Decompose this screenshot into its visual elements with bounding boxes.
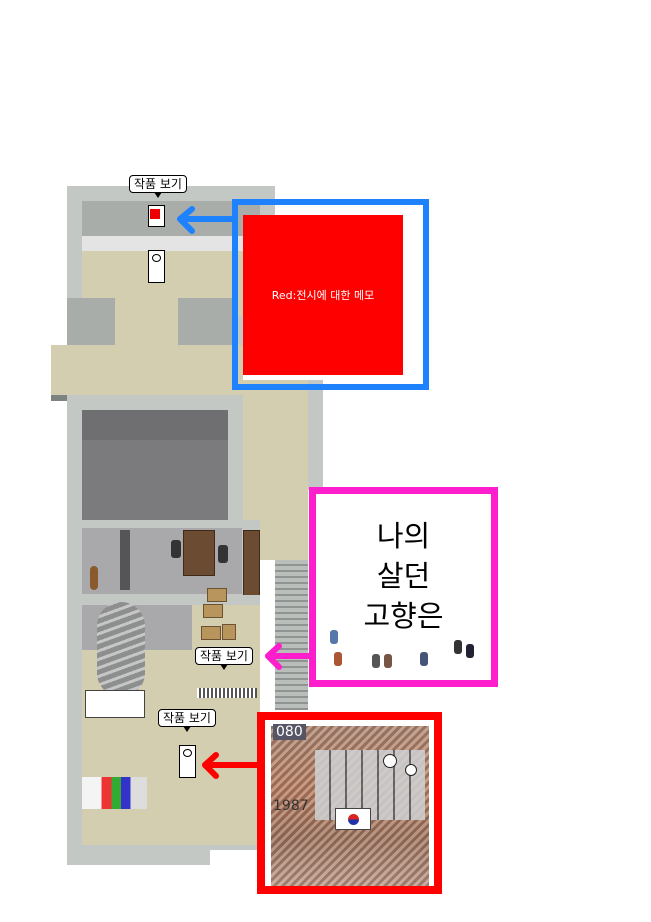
railing bbox=[197, 688, 257, 698]
person-icon bbox=[466, 644, 474, 658]
storage-floor bbox=[82, 528, 242, 594]
storage-table bbox=[183, 530, 215, 576]
crate bbox=[201, 626, 221, 640]
memo-panel-text: Red:전시에 대한 메모 bbox=[271, 289, 375, 302]
poem-line-1: 나의 bbox=[376, 519, 431, 553]
person-icon bbox=[454, 640, 462, 654]
person-icon bbox=[384, 654, 392, 668]
view-artwork-tooltip-top[interactable]: 작품 보기 bbox=[129, 175, 187, 198]
top-room-pillar-right bbox=[178, 298, 234, 346]
chair-icon bbox=[218, 545, 228, 563]
ball-icon bbox=[405, 764, 417, 776]
crate bbox=[222, 624, 236, 640]
year-label: 1987 bbox=[273, 798, 309, 814]
chair-icon bbox=[171, 540, 181, 558]
person-icon bbox=[330, 630, 338, 644]
crate bbox=[203, 604, 223, 618]
person-icon bbox=[334, 652, 342, 666]
guitar-icon bbox=[90, 566, 98, 590]
blue-highlight-frame bbox=[232, 199, 429, 390]
ball-icon bbox=[383, 754, 397, 768]
dark-room-upper bbox=[82, 410, 228, 440]
computer-desk-icon bbox=[85, 690, 145, 718]
memo-panel[interactable]: Red:전시에 대한 메모 bbox=[243, 215, 403, 375]
dark-room-lower bbox=[82, 440, 228, 520]
crate bbox=[207, 588, 227, 602]
corridor-floor bbox=[51, 345, 243, 395]
top-room-pillar-left bbox=[67, 298, 115, 346]
red-arrow-icon bbox=[202, 752, 261, 779]
outer-stairs bbox=[275, 560, 308, 710]
lower-step bbox=[67, 845, 210, 865]
view-artwork-tooltip-middle[interactable]: 작품 보기 bbox=[195, 647, 253, 670]
kiosk-top[interactable] bbox=[148, 205, 165, 227]
corner-label: 080 bbox=[273, 724, 306, 740]
poem-panel[interactable]: 나의 살던 고향은 bbox=[309, 487, 498, 687]
right-hall-wall bbox=[308, 380, 323, 490]
top-room-doorway-floor bbox=[115, 298, 178, 346]
doorway-post bbox=[120, 530, 130, 590]
top-room-band bbox=[82, 236, 260, 251]
spiral-stair-icon bbox=[97, 602, 145, 697]
poem-line-2: 살던 bbox=[376, 559, 431, 593]
person-icon bbox=[372, 654, 380, 668]
view-artwork-tooltip-bottom[interactable]: 작품 보기 bbox=[158, 709, 216, 732]
blue-arrow-icon bbox=[177, 206, 236, 234]
photo-panel[interactable]: 1987 080 bbox=[257, 712, 442, 894]
magenta-arrow-icon bbox=[265, 643, 316, 670]
kiosk-top-lower[interactable] bbox=[148, 250, 165, 283]
kiosk-bottom[interactable] bbox=[179, 745, 196, 778]
flag-icon bbox=[335, 808, 371, 830]
person-icon bbox=[420, 652, 428, 666]
poem-line-3: 고향은 bbox=[363, 599, 444, 633]
poster-rack bbox=[82, 777, 147, 809]
kiosk-screen-red bbox=[150, 209, 160, 219]
